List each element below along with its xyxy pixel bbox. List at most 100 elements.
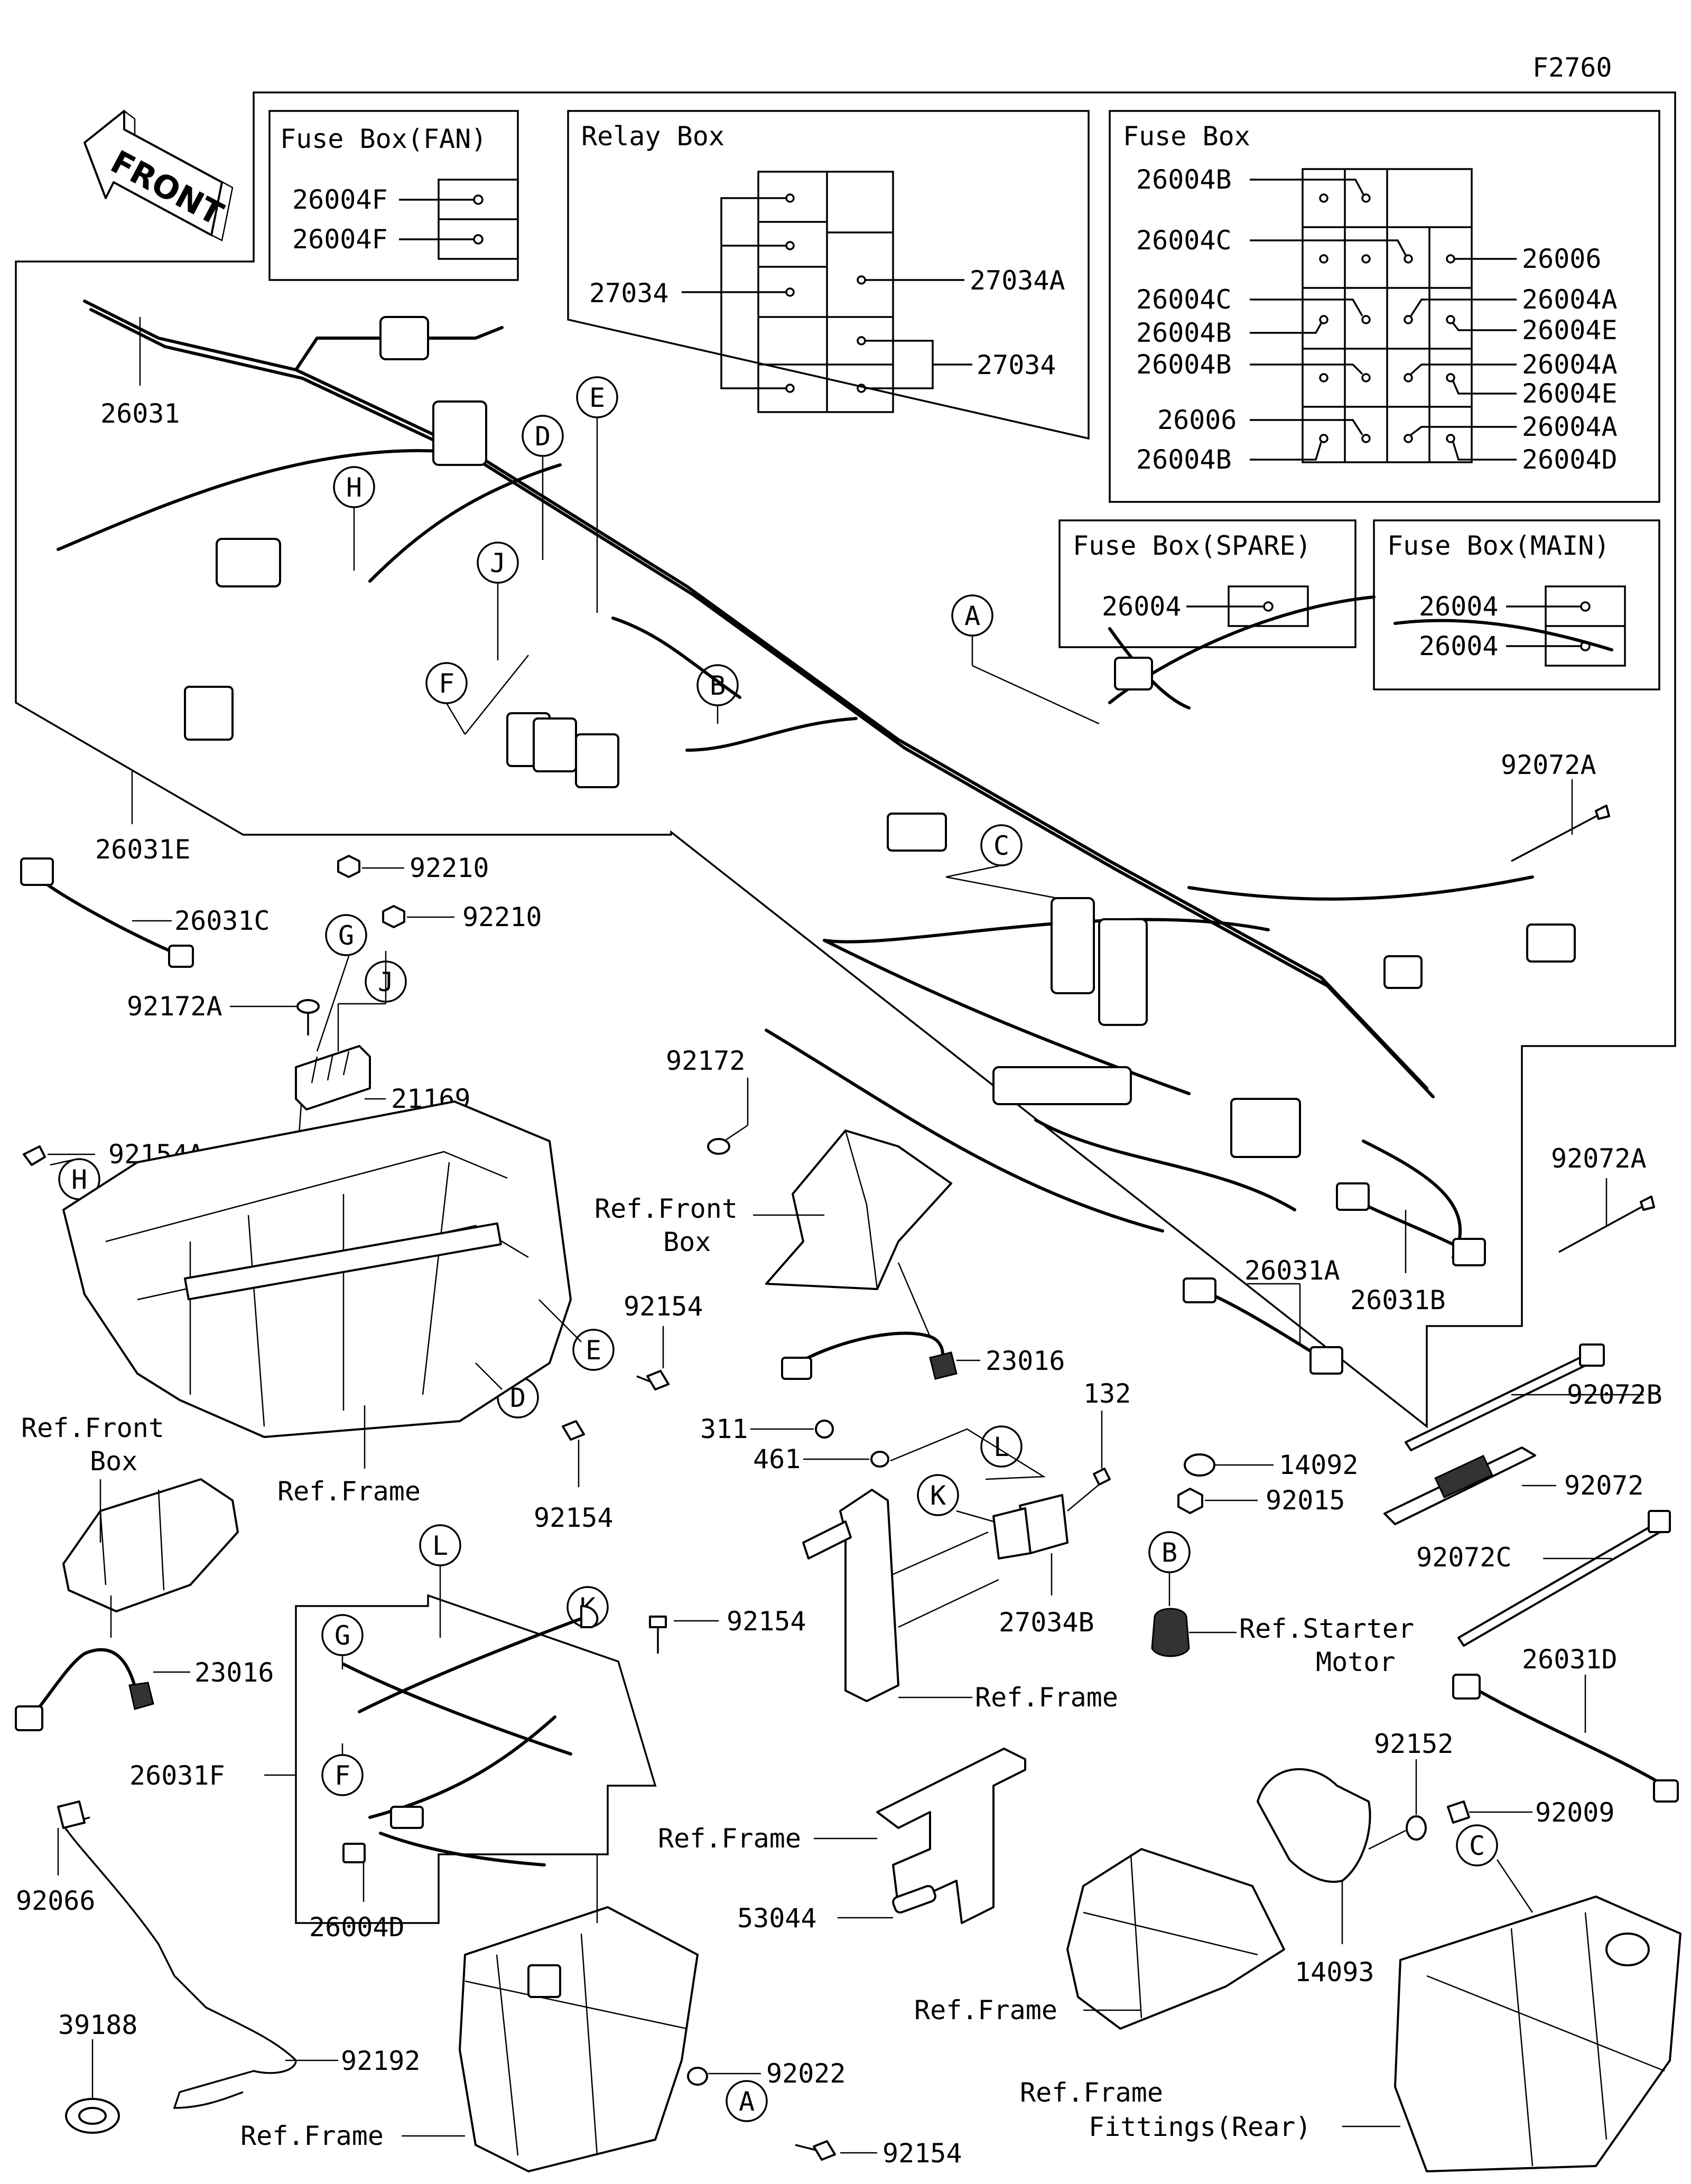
part-92022: 92022 [766,2058,846,2089]
part-92072C: 92072C [1416,1542,1512,1573]
ref-starter-motor-b: Motor [1316,1647,1396,1677]
callout-G-3: G [321,1614,364,1656]
svg-text:E: E [586,1335,601,1366]
part-23016-1: 23016 [986,1346,1065,1376]
part-92066: 92066 [16,1886,96,1916]
ref-front-box-1a: Ref.Front [594,1193,738,1224]
svg-text:A: A [964,601,980,631]
fuse-label-r1: 26006 [1522,244,1602,274]
callout-E-2: E [572,1329,615,1371]
svg-text:C: C [993,830,1009,861]
fuse-box-main: Fuse Box(MAIN) 26004 26004 [1373,519,1660,690]
ref-frame-fittings-a: Ref.Frame [1020,2077,1163,2108]
fuse-label-l7: 26004B [1136,444,1232,475]
fuse-label-26004F-1: 26004F [292,184,388,215]
ref-front-box-1b: Box [663,1227,711,1257]
svg-text:A: A [739,2086,755,2117]
fuse-label-r2: 26004A [1522,284,1618,315]
fuse-label-l5: 26004B [1136,349,1232,380]
fuse-box-fan-title: Fuse Box(FAN) [280,124,487,154]
ref-frame-3: Ref.Frame [240,2121,384,2151]
part-26031E: 26031E [95,834,191,865]
callout-C: C [980,824,1023,866]
part-92172A: 92172A [127,991,222,1022]
part-92210-b: 92210 [462,902,542,932]
fuse-label-l6: 26006 [1157,405,1237,435]
part-14093: 14093 [1295,1957,1374,1987]
callout-G-2: G [325,914,367,956]
ref-frame-fittings-b: Fittings(Rear) [1089,2112,1311,2142]
ref-front-box-2a: Ref.Front [21,1413,164,1443]
svg-text:B: B [1162,1537,1177,1568]
fuse-box-fuses [1319,193,1455,443]
part-92152: 92152 [1374,1729,1454,1759]
part-39188: 39188 [58,2010,138,2040]
part-132: 132 [1083,1378,1131,1409]
fuse-label-l2: 26004C [1136,225,1232,256]
callout-J: J [477,542,519,584]
callout-E: E [576,376,618,418]
part-92072A-2: 92072A [1551,1143,1647,1174]
svg-text:D: D [535,421,551,452]
relay-label-27034: 27034 [589,278,669,309]
callout-D: D [522,415,564,457]
fuse-label-r6: 26004A [1522,412,1618,442]
ref-frame-2: Ref.Frame [975,1682,1118,1713]
svg-text:B: B [710,670,726,701]
part-26031A: 26031A [1244,1255,1340,1286]
callout-F: F [425,662,468,704]
fuse-box-fan: Fuse Box(FAN) 26004F 26004F [268,110,519,281]
main-label-26004-1: 26004 [1419,591,1499,622]
part-92192: 92192 [341,2046,421,2076]
callout-F-2: F [321,1754,364,1796]
part-labels: 26031 26031E 26031C 92210 92210 92172A 2… [15,317,1681,2172]
part-92072A-1: 92072A [1501,750,1596,780]
part-92172: 92172 [666,1046,746,1076]
ref-frame-4: Ref.Frame [658,1823,801,1854]
front-arrow-icon: FRONT [83,110,234,241]
part-92154-4: 92154 [882,2138,962,2169]
svg-text:G: G [335,1620,350,1651]
ref-front-box-2b: Box [90,1446,137,1477]
ref-frame-1: Ref.Frame [277,1476,421,1507]
svg-text:G: G [338,920,354,951]
part-26031C: 26031C [174,906,270,936]
svg-text:F: F [439,668,454,699]
part-92154-3: 92154 [727,1606,806,1637]
svg-text:L: L [432,1530,448,1561]
callout-L-2: L [419,1524,461,1566]
fuse-box-spare-title: Fuse Box(SPARE) [1073,530,1312,561]
part-26031D: 26031D [1522,1644,1618,1675]
svg-text:F: F [335,1760,350,1791]
part-461: 461 [753,1444,801,1474]
svg-text:J: J [490,548,506,578]
part-26004D: 26004D [309,1912,405,1943]
callout-H: H [333,466,375,508]
main-label-26004-2: 26004 [1419,631,1499,661]
part-92154-1: 92154 [624,1291,703,1322]
part-92015: 92015 [1266,1485,1345,1516]
part-26031F: 26031F [129,1760,225,1791]
fuse-label-r3: 26004E [1522,315,1618,346]
callout-A: A [951,594,993,637]
part-92210-a: 92210 [410,853,489,883]
svg-text:E: E [589,382,605,413]
fuse-box-title: Fuse Box [1123,121,1250,152]
fuse-label-r4: 26004A [1522,349,1618,380]
part-26031B: 26031B [1350,1285,1446,1315]
callout-C-2: C [1456,1824,1498,1866]
relay-box-title: Relay Box [581,121,724,152]
svg-text:K: K [930,1480,946,1511]
fuse-label-l1: 26004B [1136,164,1232,195]
main-harness-outline [15,91,1676,1429]
relay-box: Relay Box 27034 27034A 27034 [567,110,1090,440]
fuse-box-spare: Fuse Box(SPARE) 26004 [1058,519,1356,648]
spare-label-26004: 26004 [1102,591,1182,622]
callout-L: L [980,1425,1023,1468]
ref-starter-motor-a: Ref.Starter [1239,1613,1414,1644]
fuse-label-r7: 26004D [1522,444,1618,475]
fuse-label-r5: 26004E [1522,378,1618,409]
frame-left [62,1100,572,1438]
relay-label-27034-2: 27034 [977,350,1056,380]
